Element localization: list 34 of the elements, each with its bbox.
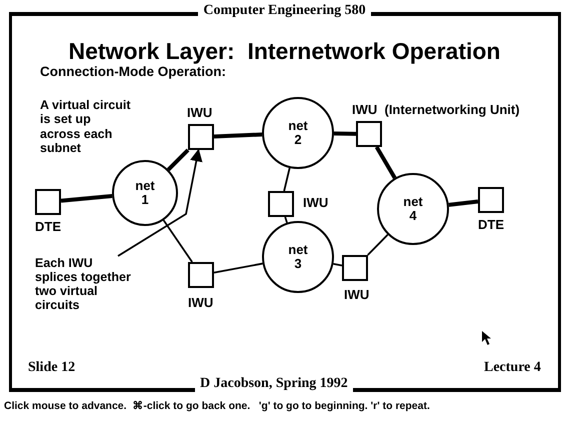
connector-line (367, 234, 388, 256)
course-header: Computer Engineering 580 (198, 3, 371, 18)
network-label: net 3 (287, 243, 309, 271)
arrow (118, 148, 202, 257)
connector-line (374, 146, 396, 179)
slide-text: D Jacobson, Spring 1992 (195, 376, 353, 392)
connector-line (283, 168, 290, 192)
network-label: net 4 (402, 195, 424, 223)
unit-label: DTE (35, 220, 61, 233)
unit-label: IWU (344, 288, 370, 301)
connector-line (60, 194, 112, 203)
unit-label: IWU (Internetworking Unit) (352, 103, 520, 116)
connector-line (284, 216, 288, 223)
unit-label: IWU (303, 196, 328, 209)
network-label: net 1 (134, 179, 156, 207)
slide-text: Slide 12 (28, 360, 76, 376)
instruction-text: Click mouse to advance. ⌘-click to go back one. 'g' to go to beginning. 'r' to repeat. (4, 400, 430, 412)
unit-label: DTE (478, 218, 504, 231)
unit-label: IWU (187, 106, 212, 119)
slide-text: Lecture 4 (484, 360, 541, 376)
connector-line (162, 220, 193, 262)
slide-text: A virtual circuit is set up across each subnet (40, 98, 132, 156)
connector-line (214, 262, 263, 274)
network-label: net 2 (287, 119, 309, 147)
connector-line (448, 200, 478, 207)
connector-line (166, 148, 190, 172)
network-circle (112, 160, 178, 226)
callout-text: Each IWU splices together two virtual circuits (35, 256, 135, 312)
connector-line (214, 132, 262, 138)
slide-text: Connection-Mode Operation: (40, 64, 226, 80)
unit-label: IWU (188, 296, 214, 309)
connector-line (333, 262, 342, 266)
connector-line (334, 132, 356, 136)
slide-title: Network Layer: Internetwork Operation (68, 38, 502, 65)
